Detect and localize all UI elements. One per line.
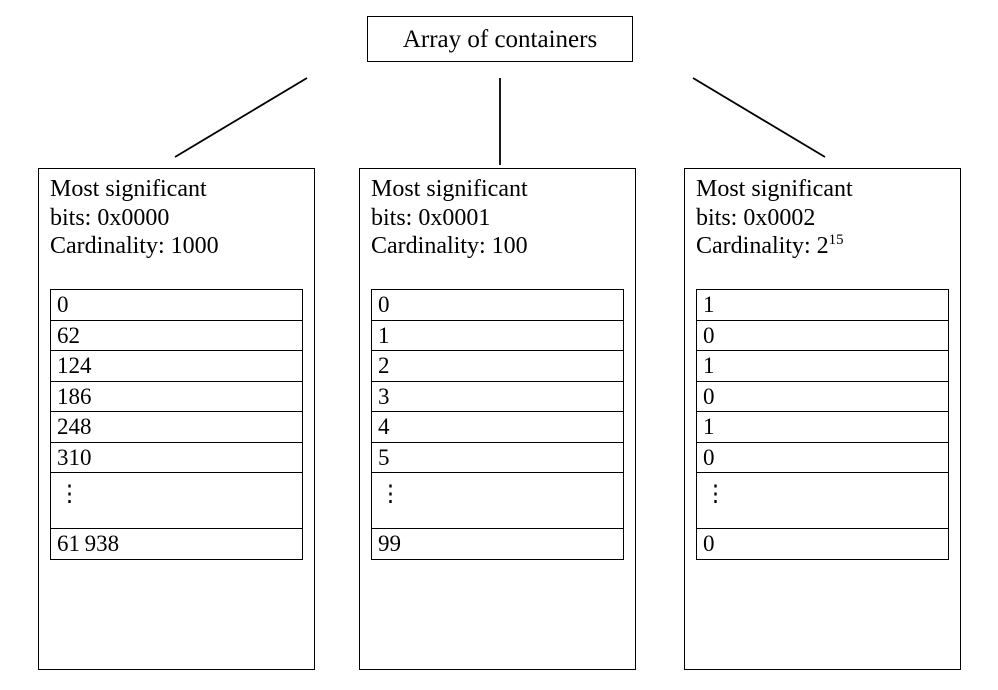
cardinality-label: Cardinality: (50, 233, 171, 259)
container-card-0x0001: Most significant bits: 0x0001 Cardinalit… (359, 168, 636, 670)
vertical-dots-icon: ⋮ (704, 481, 727, 506)
header-line-cardinality: Cardinality: 215 (696, 232, 954, 261)
cell-ellipsis: ⋮ (696, 472, 949, 529)
cardinality-value: 2 (816, 233, 829, 259)
cardinality-value: 100 (491, 233, 528, 259)
cardinality-label: Cardinality: (371, 233, 492, 259)
container-card-0x0000: Most significant bits: 0x0000 Cardinalit… (38, 168, 315, 670)
cardinality-label: Cardinality: (696, 233, 817, 259)
header-line-cardinality: Cardinality: 1000 (50, 232, 308, 261)
cell-value-last: 61 938 (50, 527, 303, 560)
cell-ellipsis: ⋮ (371, 472, 624, 529)
cell-value: 1 (696, 289, 949, 321)
container-cells-0x0001: 0 1 2 3 4 5 ⋮ 99 (371, 289, 624, 560)
vertical-dots-icon: ⋮ (379, 481, 402, 506)
cell-ellipsis: ⋮ (50, 472, 303, 529)
cell-value: 2 (371, 350, 624, 382)
cell-value: 4 (371, 411, 624, 443)
cell-value-last: 99 (371, 527, 624, 560)
container-header-0x0002: Most significant bits: 0x0002 Cardinalit… (696, 175, 954, 261)
root-node-label: Array of containers (402, 25, 598, 53)
header-line-bits: bits: 0x0002 (696, 204, 816, 231)
cell-value: 62 (50, 319, 303, 352)
cell-value: 1 (696, 411, 949, 443)
container-cells-0x0000: 0 62 124 186 248 310 ⋮ 61 938 (50, 289, 303, 560)
cardinality-value: 1000 (170, 233, 219, 259)
cell-value: 1 (371, 319, 624, 352)
header-line-most-significant: Most significant (50, 176, 207, 202)
header-line-most-significant: Most significant (696, 176, 853, 202)
cell-value: 0 (50, 289, 303, 321)
container-header-0x0001: Most significant bits: 0x0001 Cardinalit… (371, 175, 629, 261)
header-line-bits: bits: 0x0001 (371, 204, 491, 231)
cardinality-exponent: 15 (828, 232, 844, 248)
connector-line-left (174, 77, 308, 158)
cell-value: 124 (50, 350, 303, 382)
container-header-0x0000: Most significant bits: 0x0000 Cardinalit… (50, 175, 308, 261)
cell-value: 0 (696, 380, 949, 413)
root-node-array-of-containers: Array of containers (367, 16, 633, 62)
cell-value: 0 (696, 319, 949, 352)
header-line-cardinality: Cardinality: 100 (371, 232, 629, 261)
vertical-dots-icon: ⋮ (58, 481, 81, 506)
cell-value: 3 (371, 380, 624, 413)
cell-value: 310 (50, 441, 303, 474)
header-line-most-significant: Most significant (371, 176, 528, 202)
cell-value: 248 (50, 411, 303, 443)
cell-value: 1 (696, 350, 949, 382)
cell-value-last: 0 (696, 527, 949, 560)
container-card-0x0002: Most significant bits: 0x0002 Cardinalit… (684, 168, 961, 670)
container-cells-0x0002: 1 0 1 0 1 0 ⋮ 0 (696, 289, 949, 560)
cell-value: 186 (50, 380, 303, 413)
cell-value: 0 (371, 289, 624, 321)
cell-value: 0 (696, 441, 949, 474)
header-line-bits: bits: 0x0000 (50, 204, 170, 231)
connector-line-right (692, 77, 826, 158)
cell-value: 5 (371, 441, 624, 474)
